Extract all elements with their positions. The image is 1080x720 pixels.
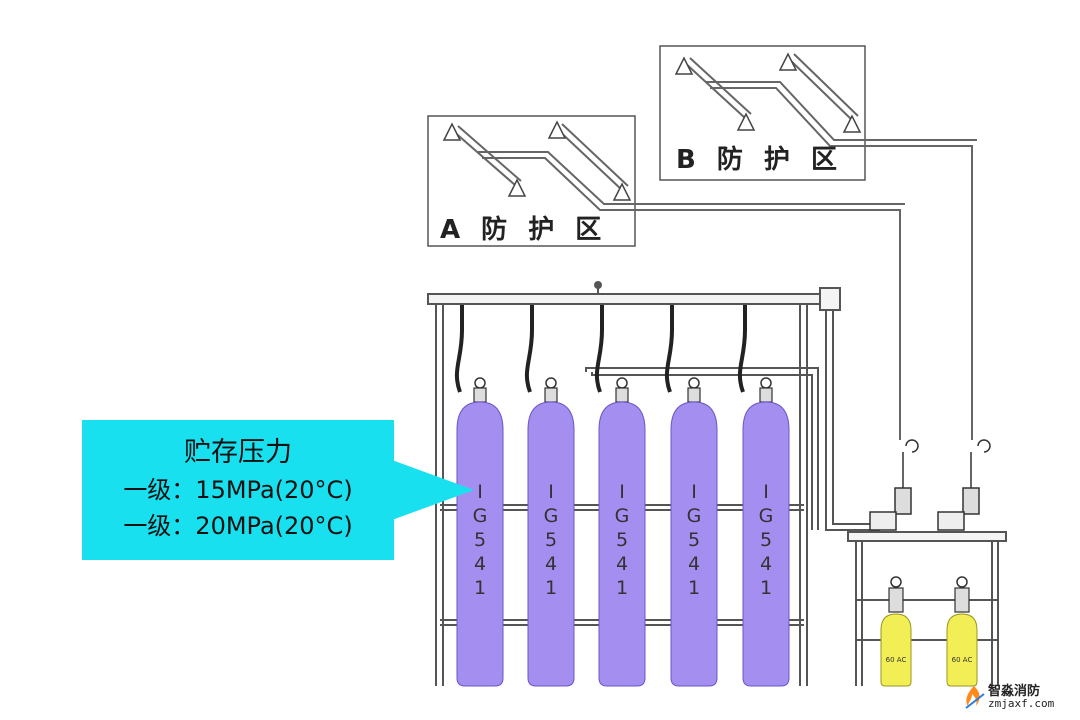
zone-b-piping [683, 53, 977, 440]
start-cylinder-label: 60 AC [886, 656, 907, 664]
zone-b-nozzles [674, 52, 862, 133]
cylinder-label-char: 1 [760, 577, 772, 599]
cylinder-valve-icon [616, 377, 628, 389]
cylinder-label-char: 5 [474, 529, 486, 551]
cylinder-label-char: 1 [474, 577, 486, 599]
start-cabinet [847, 531, 1007, 686]
cylinder-label-char: 5 [545, 529, 557, 551]
zone-b-label: B 防 护 区 [676, 145, 843, 175]
cylinder-valve-icon [688, 377, 700, 389]
watermark-url: zmjaxf.com [988, 697, 1055, 710]
callout-line-2: 一级：20MPa(20°C) [123, 512, 353, 540]
watermark-name: 智淼消防 [988, 684, 1041, 699]
cylinder-body [598, 401, 646, 687]
callout-box [82, 420, 394, 560]
cylinder-valve-icon [545, 377, 557, 389]
cylinder-label-char: 4 [616, 553, 628, 575]
cylinder-label-char: I [548, 481, 554, 503]
cylinder-label-char: 1 [616, 577, 628, 599]
cylinder-label-char: 4 [688, 553, 700, 575]
watermark: 智淼消防 zmjaxf.com [962, 680, 1062, 714]
cylinder-valve-body [544, 387, 558, 403]
start-cylinder: 60 AC [880, 576, 912, 687]
storage-pressure-callout: 贮存压力 一级：15MPa(20°C) 一级：20MPa(20°C) [82, 420, 474, 560]
zone-a-nozzles [442, 120, 632, 201]
cylinder-label-char: 4 [760, 553, 772, 575]
callout-title: 贮存压力 [184, 437, 292, 468]
zone-a-frame [427, 115, 636, 247]
cylinder-valve-icon [760, 377, 772, 389]
cylinder-label-char: I [619, 481, 625, 503]
zone-b-frame [659, 45, 866, 181]
cylinder-label-char: G [544, 505, 559, 527]
cylinder-label-char: 4 [545, 553, 557, 575]
selector-valves [869, 439, 991, 531]
cylinder-valve-body [687, 387, 701, 403]
cylinder-valve-body [615, 387, 629, 403]
start-valve-body [954, 587, 970, 613]
cylinder-label-char: G [473, 505, 488, 527]
cylinder-body [742, 401, 790, 687]
cylinder-label-char: 5 [760, 529, 772, 551]
zone-b: B 防 护 区 [659, 45, 977, 440]
flame-logo-icon [965, 686, 985, 709]
zone-a: A 防 护 区 [427, 115, 905, 440]
zone-a-label: A 防 护 区 [440, 215, 607, 245]
cylinder-label-char: 1 [545, 577, 557, 599]
start-cylinder-label: 60 AC [952, 656, 973, 664]
callout-line-1: 一级：15MPa(20°C) [123, 476, 353, 504]
start-cylinder-body [946, 613, 978, 687]
cylinder-label-char: G [759, 505, 774, 527]
cylinder-label-char: I [477, 481, 483, 503]
cylinder-label-char: I [763, 481, 769, 503]
start-valve-icon [890, 576, 902, 588]
cylinder-valve-icon [474, 377, 486, 389]
cylinder-label-char: 1 [688, 577, 700, 599]
cylinder-label-char: I [691, 481, 697, 503]
cylinder-label-char: G [615, 505, 630, 527]
zone-a-piping [451, 123, 905, 440]
start-cylinder-body [880, 613, 912, 687]
start-cylinder-group: 60 AC 60 AC [880, 576, 978, 687]
start-valve-body [888, 587, 904, 613]
cylinder-label-char: 4 [474, 553, 486, 575]
cylinder-label-char: 5 [688, 529, 700, 551]
cylinder-label-char: 5 [616, 529, 628, 551]
cylinder-valve-body [473, 387, 487, 403]
cylinder-label-char: G [687, 505, 702, 527]
cylinder-valve-body [759, 387, 773, 403]
cylinder-body [456, 401, 504, 687]
flexible-hoses [454, 305, 747, 393]
callout-text: 贮存压力 一级：15MPa(20°C) 一级：20MPa(20°C) [82, 434, 394, 544]
start-valve-icon [956, 576, 968, 588]
callout-pointer [392, 460, 474, 520]
cylinder-body [527, 401, 575, 687]
cylinder-body [670, 401, 718, 687]
start-cylinder: 60 AC [946, 576, 978, 687]
